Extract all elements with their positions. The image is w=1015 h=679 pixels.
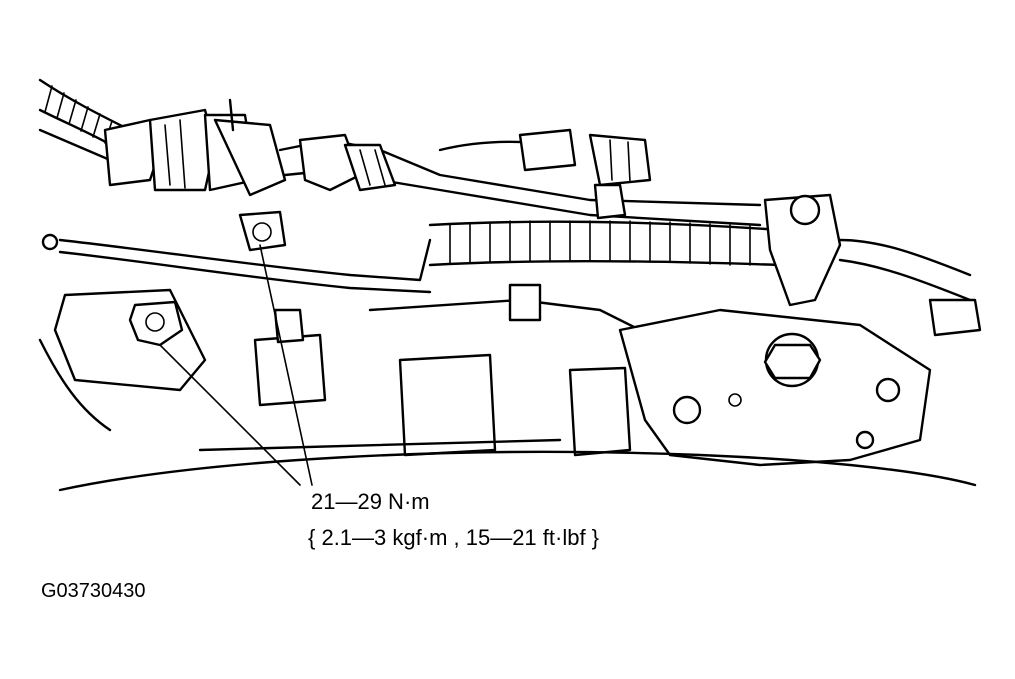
upper-cables	[278, 133, 762, 227]
leader-lines	[159, 244, 313, 486]
housing-edge	[58, 438, 977, 492]
figure-code: G03730430	[41, 580, 146, 602]
connector-left	[103, 98, 287, 197]
housing-lower	[253, 283, 642, 457]
mounting-bolt-center	[238, 210, 287, 252]
mounting-bolt-left	[38, 288, 207, 432]
sensor-housing-right	[763, 193, 982, 337]
torque-value-label: 21—29 N·m	[311, 489, 430, 514]
wiring-harness-center	[428, 220, 782, 267]
torque-alt-units-label: { 2.1—3 kgf·m , 15—21 ft·lbf }	[308, 525, 600, 550]
distributor-base	[618, 308, 932, 467]
fuel-line	[41, 233, 432, 294]
connector-middle	[518, 128, 652, 220]
